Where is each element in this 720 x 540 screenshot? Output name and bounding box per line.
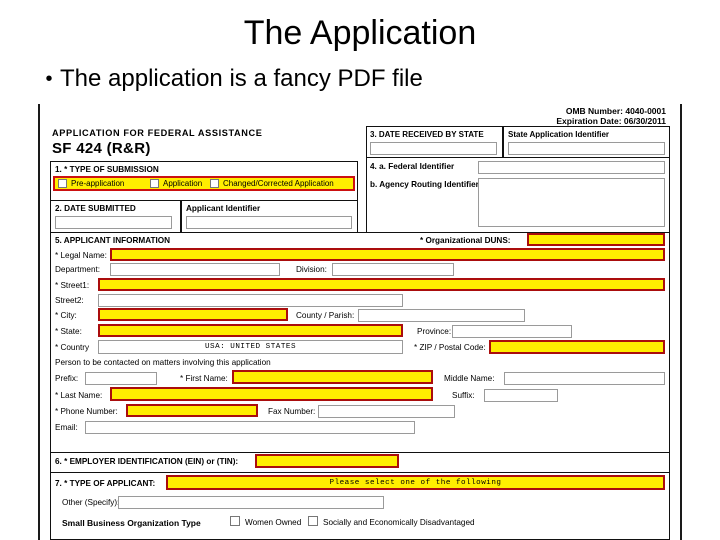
zip-input[interactable] (489, 340, 665, 354)
omb-expiration: Expiration Date: 06/30/2011 (556, 116, 666, 126)
country-value: USA: UNITED STATES (204, 343, 297, 351)
checkbox-application[interactable] (150, 179, 159, 188)
street2-input[interactable] (98, 294, 403, 307)
checkbox-pre-application[interactable] (58, 179, 67, 188)
last-name-label: * Last Name: (55, 391, 103, 400)
section-2-divider (180, 200, 182, 233)
middle-name-label: Middle Name: (444, 374, 495, 383)
fax-input[interactable] (318, 405, 455, 418)
type-of-applicant-select[interactable] (166, 475, 665, 490)
state-input[interactable] (98, 324, 403, 337)
department-input[interactable] (110, 263, 280, 276)
first-name-input[interactable] (232, 370, 433, 384)
section-3-divider (502, 126, 504, 158)
form-header-small: APPLICATION FOR FEDERAL ASSISTANCE (52, 128, 263, 138)
state-label: * State: (55, 327, 82, 336)
division-label: Division: (296, 265, 327, 274)
omb-block: OMB Number: 4040-0001 Expiration Date: 0… (556, 106, 666, 126)
suffix-input[interactable] (484, 389, 558, 402)
prefix-input[interactable] (85, 372, 157, 385)
omb-number: OMB Number: 4040-0001 (565, 106, 666, 116)
section-6-title: 6. * EMPLOYER IDENTIFICATION (EIN) or (T… (55, 457, 239, 466)
prefix-label: Prefix: (55, 374, 79, 383)
small-business-label: Small Business Organization Type (62, 518, 201, 528)
applicant-identifier-input[interactable] (186, 216, 352, 229)
section-1-title: 1. * TYPE OF SUBMISSION (55, 165, 159, 174)
section-7-title: 7. * TYPE OF APPLICANT: (55, 479, 156, 488)
email-label: Email: (55, 423, 78, 432)
duns-input[interactable] (527, 233, 665, 246)
date-submitted-input[interactable] (55, 216, 172, 229)
contact-note: Person to be contacted on matters involv… (55, 358, 271, 367)
county-label: County / Parish: (296, 311, 355, 320)
page-title: The Application (243, 14, 477, 52)
country-label: * Country (55, 343, 90, 352)
type-of-applicant-value: Please select one of the following (329, 479, 502, 487)
label-women-owned: Women Owned (245, 518, 302, 527)
email-input[interactable] (85, 421, 415, 434)
department-label: Department: (55, 265, 101, 274)
form-header-title: SF 424 (R&R) (52, 140, 151, 157)
label-application: Application (163, 179, 203, 188)
date-received-input[interactable] (370, 142, 497, 155)
middle-name-input[interactable] (504, 372, 665, 385)
checkbox-women-owned[interactable] (230, 516, 240, 526)
state-app-identifier-input[interactable] (508, 142, 665, 155)
province-input[interactable] (452, 325, 572, 338)
legal-name-input[interactable] (110, 248, 665, 261)
duns-label: * Organizational DUNS: (420, 236, 511, 245)
federal-identifier-input[interactable] (478, 161, 665, 174)
bullet-text: The application is a fancy PDF file (60, 65, 423, 92)
last-name-input[interactable] (110, 387, 433, 401)
street2-label: Street2: (55, 296, 84, 305)
fax-label: Fax Number: (268, 407, 316, 416)
label-disadvantaged: Socially and Economically Disadvantaged (323, 518, 475, 527)
type-of-submission-bar (53, 176, 355, 191)
checkbox-changed-corrected[interactable] (210, 179, 219, 188)
legal-name-label: * Legal Name: (55, 251, 107, 260)
zip-label: * ZIP / Postal Code: (414, 343, 486, 352)
city-label: * City: (55, 311, 77, 320)
city-input[interactable] (98, 308, 288, 321)
phone-input[interactable] (126, 404, 258, 417)
ein-input[interactable] (255, 454, 399, 468)
other-specify-input[interactable] (118, 496, 384, 509)
date-submitted-label: 2. DATE SUBMITTED (55, 204, 136, 213)
province-label: Province: (417, 327, 452, 336)
state-app-identifier-label: State Application Identifier (508, 130, 610, 139)
county-input[interactable] (358, 309, 525, 322)
bullet-list-item: • The application is a fancy PDF file (38, 64, 698, 94)
division-input[interactable] (332, 263, 454, 276)
country-select[interactable] (98, 340, 403, 354)
bullet-point-icon: • (45, 68, 53, 90)
agency-routing-label: b. Agency Routing Identifier (370, 180, 479, 189)
checkbox-disadvantaged[interactable] (308, 516, 318, 526)
date-received-label: 3. DATE RECEIVED BY STATE (370, 130, 484, 139)
label-changed-corrected: Changed/Corrected Application (223, 179, 334, 188)
federal-identifier-label: 4. a. Federal Identifier (370, 162, 455, 171)
street1-label: * Street1: (55, 281, 90, 290)
first-name-label: * First Name: (180, 374, 228, 383)
sf424-form-image: OMB Number: 4040-0001 Expiration Date: 0… (38, 104, 682, 540)
applicant-identifier-label: Applicant Identifier (186, 204, 261, 213)
phone-label: * Phone Number: (55, 407, 118, 416)
agency-routing-input[interactable] (478, 178, 665, 227)
street1-input[interactable] (98, 278, 665, 291)
label-pre-application: Pre-application (71, 179, 125, 188)
suffix-label: Suffix: (452, 391, 475, 400)
other-specify-label: Other (Specify): (62, 498, 120, 507)
section-5-title: 5. APPLICANT INFORMATION (55, 236, 171, 245)
